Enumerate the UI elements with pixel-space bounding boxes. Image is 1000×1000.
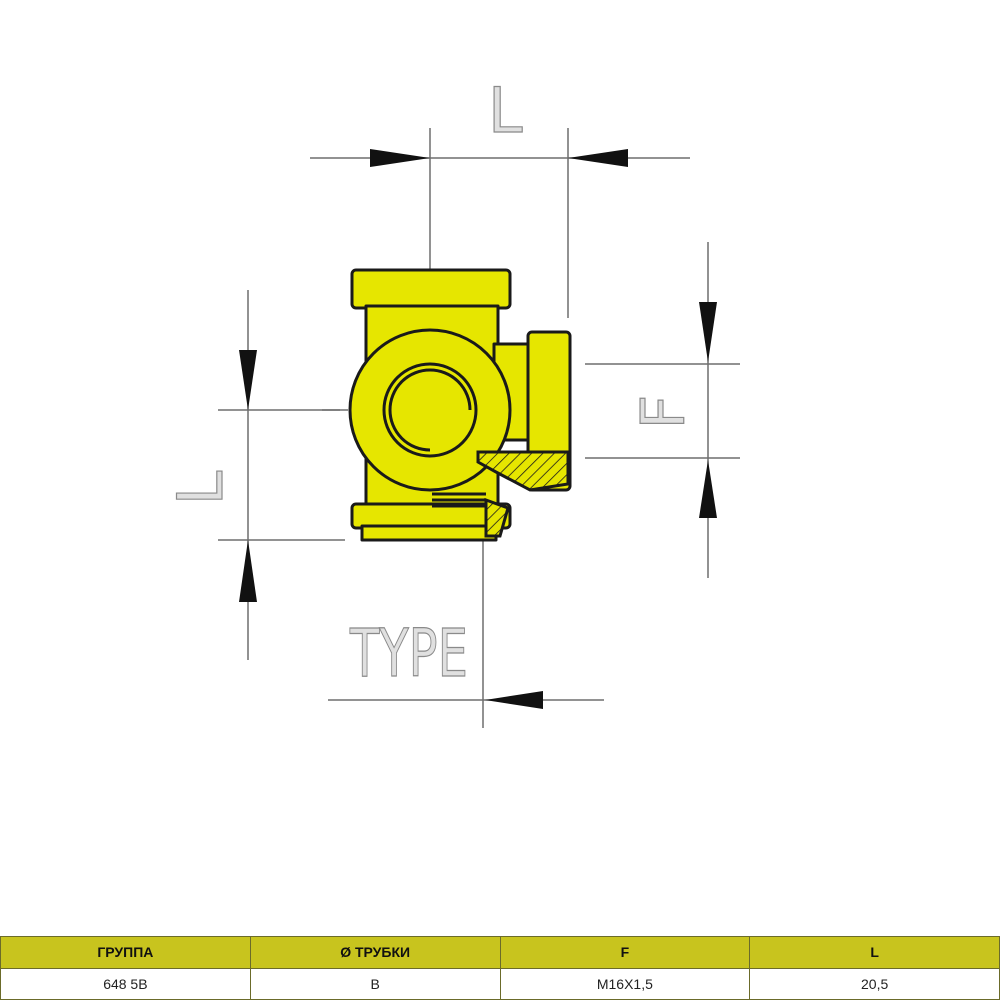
top-dimension-label: L (488, 74, 523, 147)
header-tube-diameter: Ø ТРУБКИ (249, 936, 501, 969)
spec-table: ГРУППА Ø ТРУБКИ F L 648 5B B M16X1,5 20,… (0, 936, 1000, 1000)
dimension-arrows (239, 149, 717, 709)
fitting-technical-drawing: L L F TYPE (163, 73, 740, 728)
banjo-ring (348, 328, 512, 492)
right-dimension-label: F (629, 395, 699, 430)
section-hatch (432, 450, 570, 538)
cell-l: 20,5 (749, 967, 1000, 1000)
cell-f: M16X1,5 (499, 967, 751, 1000)
type-label: TYPE (349, 615, 468, 692)
table-row: 648 5B B M16X1,5 20,5 (0, 967, 1000, 1000)
header-group: ГРУППА (0, 936, 251, 969)
cell-tube-diameter: B (249, 967, 501, 1000)
dimension-labels: L L F TYPE (163, 73, 699, 692)
header-f: F (499, 936, 751, 969)
table-header-row: ГРУППА Ø ТРУБКИ F L (0, 936, 1000, 969)
left-dimension-label: L (164, 470, 237, 505)
cell-group: 648 5B (0, 967, 251, 1000)
header-l: L (749, 936, 1000, 969)
